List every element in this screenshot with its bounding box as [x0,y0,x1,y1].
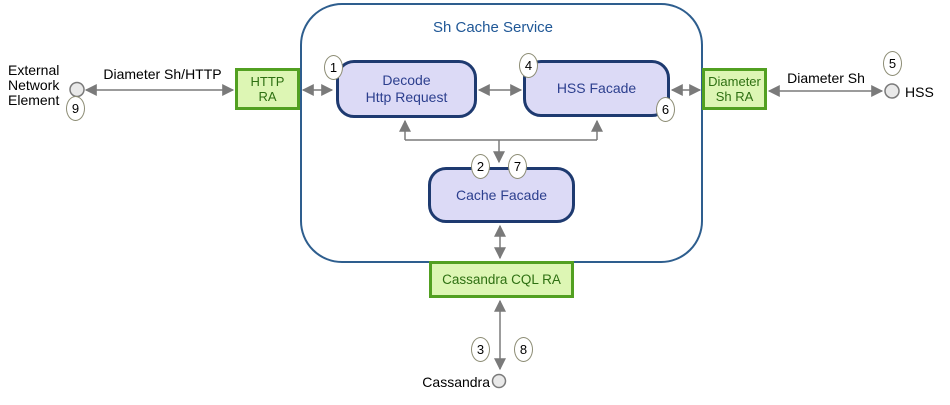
cassandra-endpoint-circle [491,373,507,389]
node-decode-http-request: Decode Http Request [336,60,477,118]
step-badge-2: 2 [471,154,490,179]
step-badge-3: 3 [471,337,490,362]
step-badge-7: 7 [508,154,527,179]
adapter-diameter-sh-ra: Diameter Sh RA [702,68,767,110]
step-badge-4: 4 [519,53,538,78]
step-badge-8: 8 [514,337,533,362]
link-label-diameter-sh-http: Diameter Sh/HTTP [103,66,222,82]
step-badge-9: 9 [66,96,85,121]
link-label-diameter-sh: Diameter Sh [787,70,865,86]
hss-endpoint-circle [884,83,900,99]
adapter-http-ra: HTTP RA [235,68,300,110]
label-hss: HSS [905,84,934,100]
node-cache-facade: Cache Facade [428,167,575,223]
label-cassandra: Cassandra [422,374,490,390]
label-external-network-element: External Network Element [8,62,60,108]
adapter-cassandra-cql-ra: Cassandra CQL RA [429,261,574,298]
step-badge-1: 1 [324,55,343,80]
sh-cache-service-container [300,3,703,263]
node-hss-facade: HSS Facade [523,60,670,117]
diagram-title: Sh Cache Service [432,19,554,36]
step-badge-5: 5 [883,51,902,76]
step-badge-6: 6 [656,97,675,122]
